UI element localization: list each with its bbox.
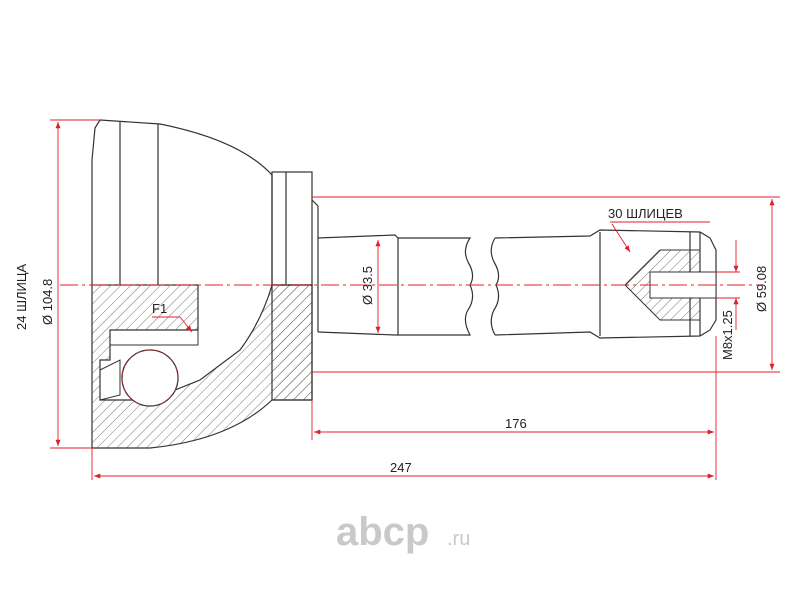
label-spline-outer: 24 ШЛИЦА — [14, 264, 29, 330]
housing-section — [91, 284, 313, 449]
label-length-shaft: 176 — [505, 416, 527, 431]
label-spline-shaft: 30 ШЛИЦЕВ — [608, 206, 683, 221]
label-dia-outer: Ø 104.8 — [40, 279, 55, 325]
logo-tld: .ru — [447, 528, 470, 550]
label-dia-shaft: Ø 33.5 — [360, 266, 375, 305]
logo: abcp .ru — [336, 510, 470, 554]
label-length-total: 247 — [390, 460, 412, 475]
label-dia-abs: Ø 59.08 — [754, 266, 769, 312]
dimensions — [50, 119, 780, 480]
logo-name: abcp — [336, 510, 429, 554]
label-thread: M8x1.25 — [720, 310, 735, 360]
label-flag: F1 — [152, 301, 167, 316]
housing — [91, 119, 313, 286]
